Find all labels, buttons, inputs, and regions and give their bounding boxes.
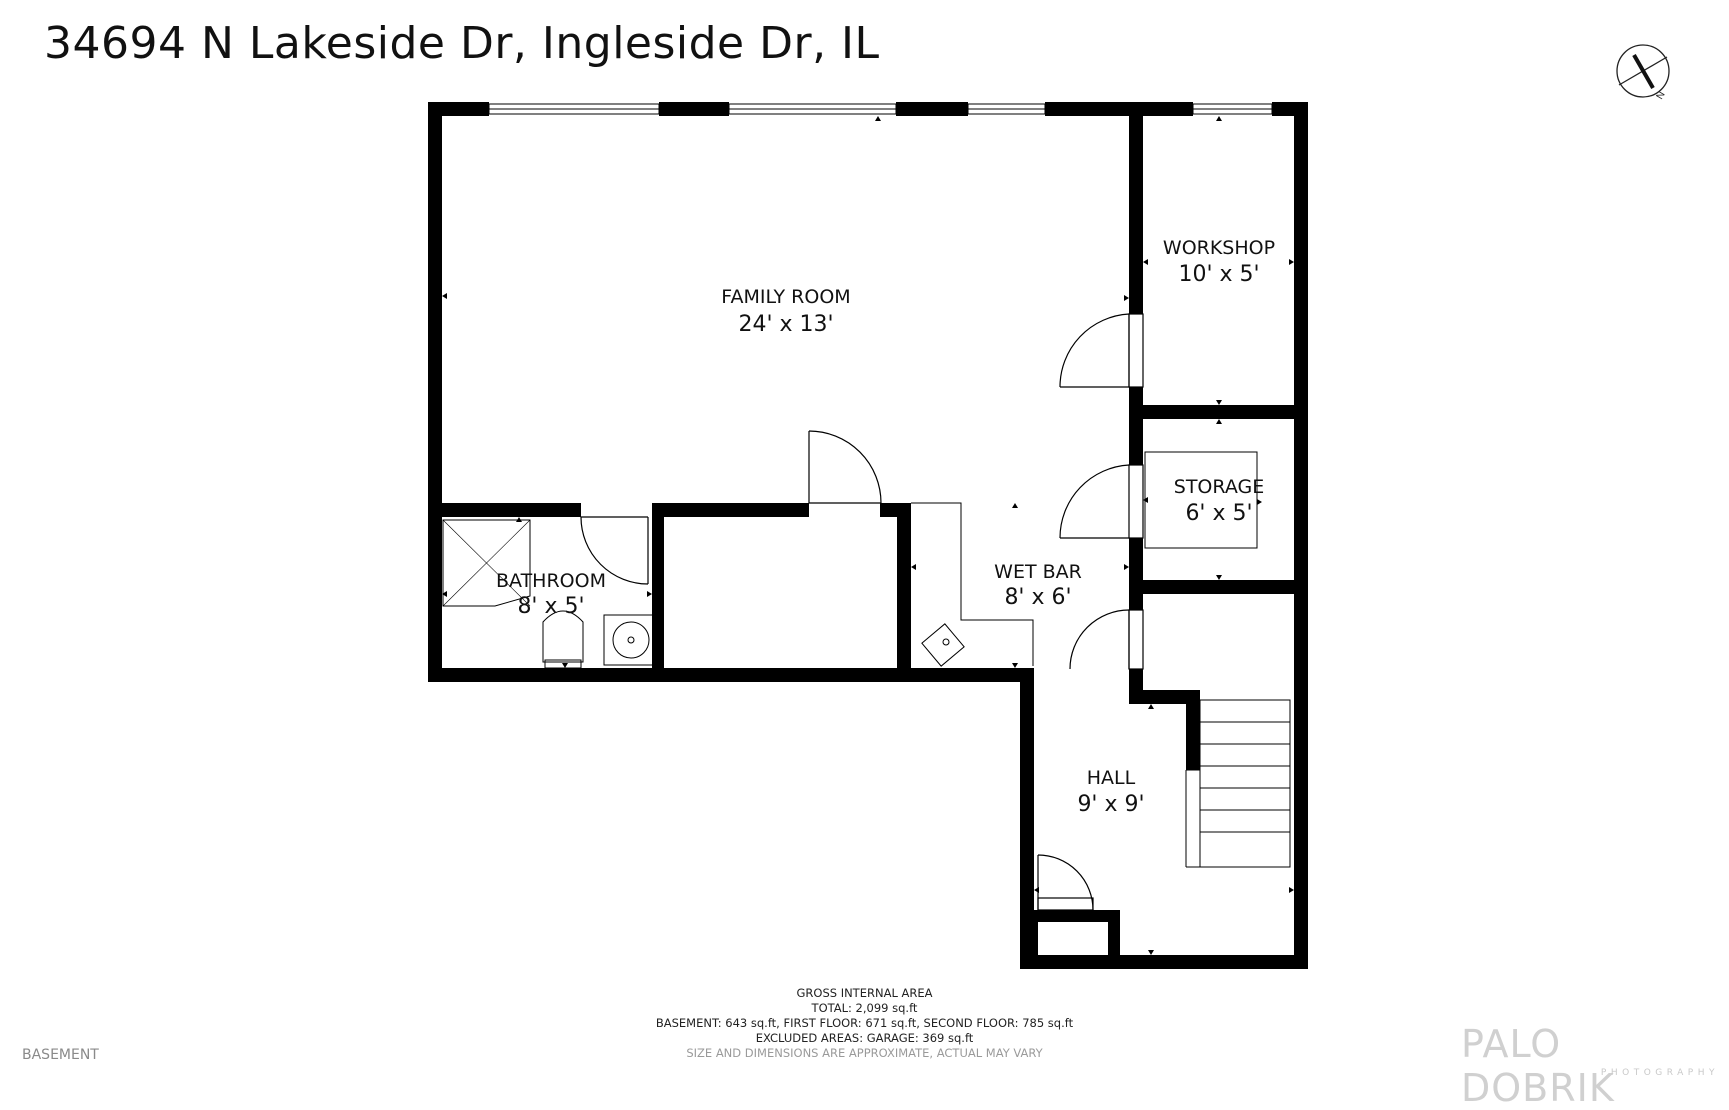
area-floors: BASEMENT: 643 sq.ft, FIRST FLOOR: 671 sq… <box>655 1016 1074 1030</box>
room-size-family-room: 24' x 13' <box>738 312 833 337</box>
area-disclaimer: SIZE AND DIMENSIONS ARE APPROXIMATE, ACT… <box>686 1046 1043 1060</box>
room-size-bathroom: 8' x 5' <box>517 594 584 619</box>
floor-plan: N <box>428 44 1670 969</box>
floor-label: BASEMENT <box>22 1047 99 1063</box>
room-name-wet-bar: WET BAR <box>994 561 1082 583</box>
area-heading: GROSS INTERNAL AREA <box>796 986 933 1000</box>
room-name-storage: STORAGE <box>1174 476 1264 498</box>
area-total: TOTAL: 2,099 sq.ft <box>811 1001 918 1015</box>
north-arrow-icon: N <box>1616 44 1670 102</box>
room-name-hall: HALL <box>1087 767 1136 789</box>
room-size-hall: 9' x 9' <box>1077 792 1144 817</box>
room-size-workshop: 10' x 5' <box>1178 262 1259 287</box>
brand-name: PALO DOBRIK <box>1461 1022 1615 1110</box>
room-name-workshop: WORKSHOP <box>1163 237 1275 259</box>
room-size-wet-bar: 8' x 6' <box>1004 585 1071 610</box>
area-summary: GROSS INTERNAL AREA TOTAL: 2,099 sq.ft B… <box>0 986 1729 1061</box>
plan-title: 34694 N Lakeside Dr, Ingleside Dr, IL <box>44 18 880 69</box>
area-excluded: EXCLUDED AREAS: GARAGE: 369 sq.ft <box>755 1031 974 1045</box>
compass-letter: N <box>1655 90 1668 102</box>
room-name-family-room: FAMILY ROOM <box>721 286 850 308</box>
walls <box>428 102 1308 969</box>
room-size-storage: 6' x 5' <box>1185 501 1252 526</box>
brand-logo: PALO DOBRIK PHOTOGRAPHY <box>1461 1022 1729 1110</box>
room-name-bathroom: BATHROOM <box>496 570 606 592</box>
brand-tagline: PHOTOGRAPHY <box>1600 1068 1719 1078</box>
